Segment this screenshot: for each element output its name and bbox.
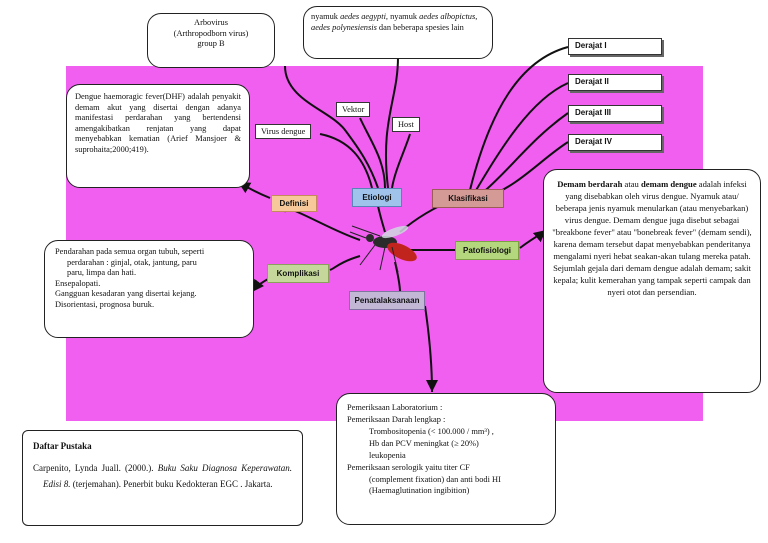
- line-to-komplikasi: [329, 255, 361, 271]
- pustaka-title: Daftar Pustaka: [33, 441, 92, 451]
- pemeriksaan-line4: Hb dan PCV meningkat (≥ 20%): [369, 438, 479, 448]
- line-to-vektor-examples: [384, 56, 399, 189]
- arbovirus-line2: (Arthropodborn virus): [173, 28, 249, 38]
- komplikasi-line4: Ensepalopati.: [55, 278, 101, 288]
- line-to-vektor: [359, 117, 386, 189]
- arbovirus-line3: group B: [197, 39, 225, 48]
- line-to-derajat-1: [469, 46, 569, 191]
- demam-text-2: adalah infeksi yang disebabkan oleh viru…: [552, 179, 752, 298]
- line-to-etiologi: [377, 205, 386, 233]
- pustaka-entry: Carpenito, Lynda Juall. (2000.). Buku Sa…: [33, 461, 292, 493]
- vector-species-albopictus: aedes albopictus: [419, 12, 476, 21]
- line-to-arbovirus: [284, 65, 379, 189]
- vector-species-aegypti: aedes aegypti: [340, 12, 386, 21]
- pemeriksaan-line3: Trombositopenia (< 100.000 / mm³) ,: [369, 426, 494, 436]
- demam-bold-2: demam dengue: [641, 179, 697, 189]
- line-to-derajat-3: [479, 112, 569, 196]
- vector-text-e: ,: [475, 12, 478, 21]
- pemeriksaan-line8: (Haemaglutination ingibition): [369, 486, 470, 496]
- node-komplikasi: Komplikasi: [267, 264, 329, 283]
- dhf-definition-box: Dengue haemoragic fever(DHF) adalah peny…: [66, 84, 250, 188]
- pemeriksaan-line5: leukopenia: [369, 450, 406, 460]
- pustaka-book-title: Buku Saku Diagnosa Keperawatan. Edisi 8.: [43, 462, 292, 489]
- node-penatalaksanaan: Penatalaksanaan: [349, 291, 425, 310]
- vector-text-c: , nyamuk: [385, 12, 420, 21]
- line-to-host: [391, 133, 411, 189]
- node-klasifikasi: Klasifikasi: [432, 189, 504, 208]
- node-etiologi: Etiologi: [352, 188, 402, 207]
- arbovirus-line1: Arbovirus: [194, 18, 228, 27]
- pustaka-publisher: (terjemahan). Penerbit buku Kedokteran E…: [70, 478, 273, 489]
- derajat-2: Derajat II: [568, 74, 662, 91]
- derajat-1: Derajat I: [568, 38, 662, 55]
- tag-vektor: Vektor: [336, 102, 371, 117]
- node-patofisiologi: Patofisiologi: [455, 241, 519, 260]
- line-penatalaksanaan-to-box: [424, 305, 438, 393]
- vector-text-a: nyamuk: [311, 12, 341, 21]
- derajat-4: Derajat IV: [568, 134, 662, 151]
- pemeriksaan-line6: Pemeriksaan serologik yaitu titer CF: [347, 462, 470, 472]
- vector-text-g: dan beberapa spesies lain: [376, 22, 464, 32]
- line-to-derajat-2: [474, 82, 569, 193]
- tag-host: Host: [392, 117, 420, 132]
- komplikasi-box: Pendarahan pada semua organ tubuh, seper…: [44, 240, 254, 338]
- pemeriksaan-line7: (complement fixation) dan anti bodi HI: [369, 474, 501, 484]
- derajat-3: Derajat III: [568, 105, 662, 122]
- demam-text-1: atau: [622, 179, 642, 189]
- pemeriksaan-box: Pemeriksaan Laboratorium : Pemeriksaan D…: [336, 393, 556, 525]
- mosquito-illustration: [349, 225, 417, 273]
- pemeriksaan-line2: Pemeriksaan Darah lengkap :: [347, 414, 446, 424]
- arbovirus-box: Arbovirus (Arthropodborn virus) group B: [147, 13, 275, 68]
- demam-berdarah-box: Demam berdarah atau demam dengue adalah …: [543, 169, 761, 393]
- tag-virus-dengue: Virus dengue: [255, 124, 312, 139]
- vector-species-polynesiensis: aedes polynesiensis: [311, 22, 377, 32]
- node-definisi: Definisi: [271, 195, 317, 212]
- komplikasi-line6: Disorientasi, prognosa buruk.: [55, 299, 155, 309]
- komplikasi-line2: perdarahan : ginjal, otak, jantung, paru: [67, 257, 197, 267]
- dhf-definition-text: Dengue haemoragic fever(DHF) adalah peny…: [75, 92, 241, 154]
- komplikasi-line5: Gangguan kesadaran yang disertai kejang.: [55, 289, 197, 298]
- pustaka-author: Carpenito, Lynda Juall. (2000.).: [33, 462, 158, 473]
- komplikasi-line3: paru, limpa dan hati.: [67, 268, 137, 277]
- line-to-virus-dengue: [319, 133, 373, 189]
- line-to-penatalaksanaan: [394, 261, 401, 293]
- vector-examples-box: nyamuk aedes aegypti, nyamuk aedes albop…: [303, 6, 493, 59]
- demam-bold-1: Demam berdarah: [557, 179, 623, 189]
- pemeriksaan-line1: Pemeriksaan Laboratorium :: [347, 403, 443, 412]
- daftar-pustaka-box: Daftar Pustaka Carpenito, Lynda Juall. (…: [22, 430, 303, 526]
- komplikasi-line1: Pendarahan pada semua organ tubuh, seper…: [55, 247, 205, 256]
